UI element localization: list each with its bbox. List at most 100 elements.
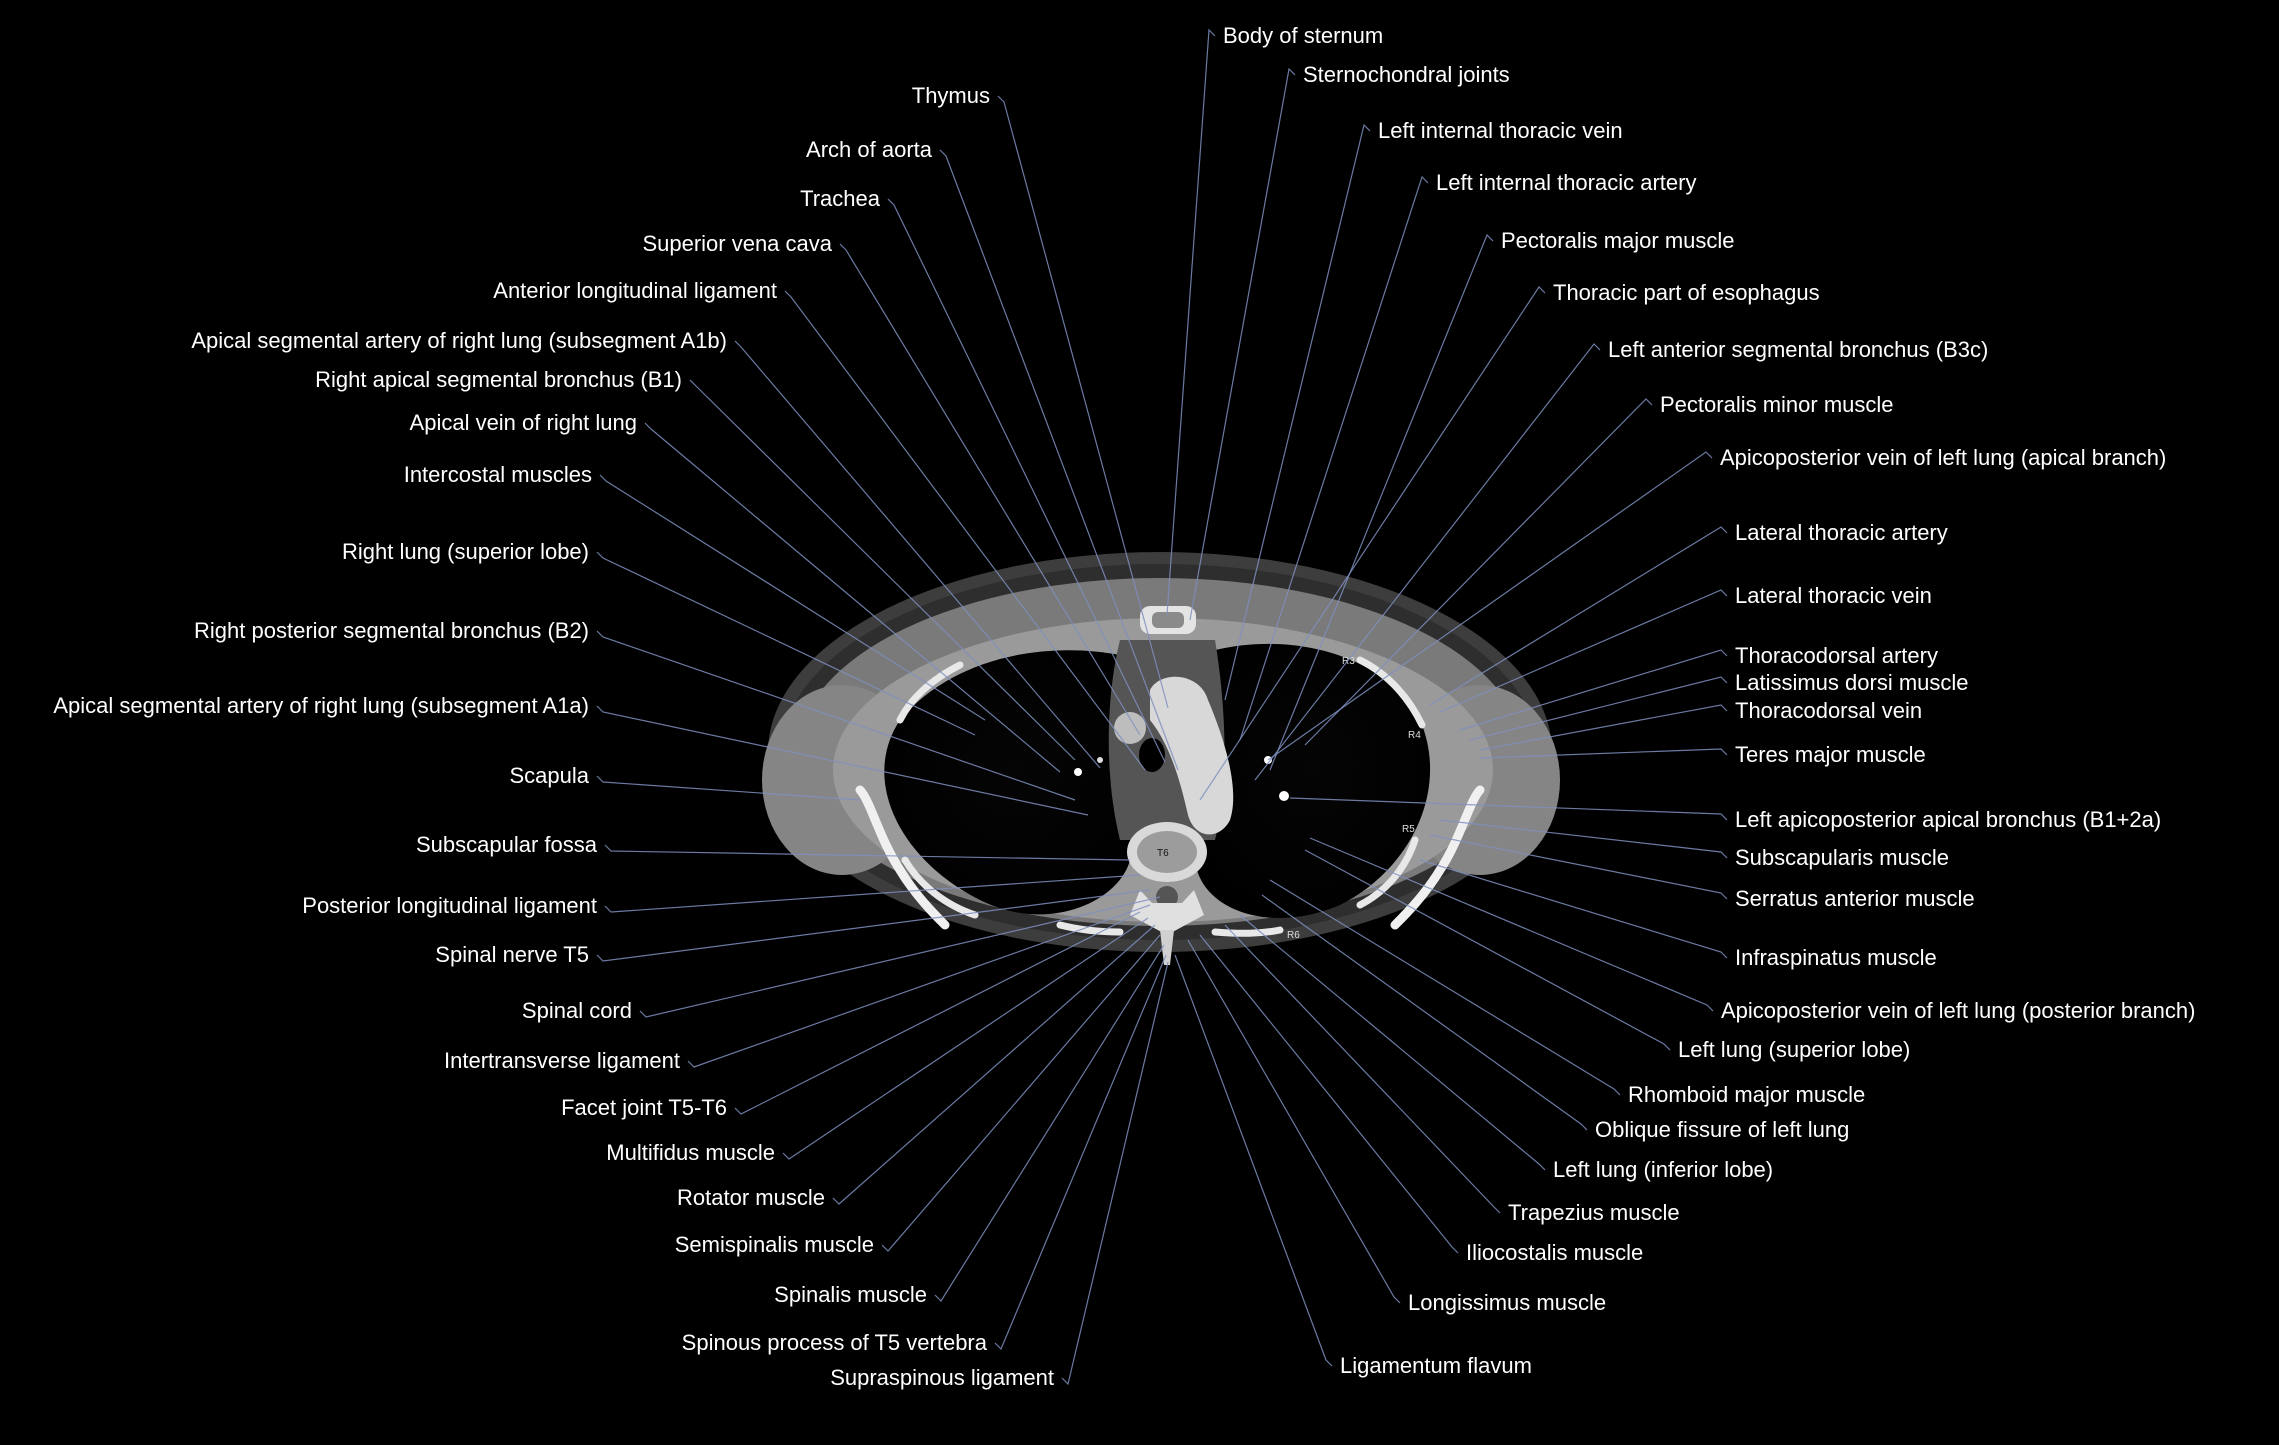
aortic-arch xyxy=(1150,676,1234,835)
leader-left-internal-thoracic-vein xyxy=(1224,123,1371,701)
label-facet-joint-t5-t6: Facet joint T5-T6 xyxy=(561,1095,727,1120)
label-thymus: Thymus xyxy=(912,83,990,108)
leader-left-internal-thoracic-artery xyxy=(1239,175,1429,741)
label-lateral-thoracic-vein: Lateral thoracic vein xyxy=(1735,583,1932,608)
leader-apicoposterior-vein-of-left-lung-apical-branch xyxy=(1267,451,1713,761)
label-apical-segmental-artery-of-right-lung-subsegment-a1a: Apical segmental artery of right lung (s… xyxy=(53,693,589,718)
leader-scapula xyxy=(596,775,861,801)
label-thoracodorsal-vein: Thoracodorsal vein xyxy=(1735,698,1922,723)
label-spinalis-muscle: Spinalis muscle xyxy=(774,1282,927,1307)
label-posterior-longitudinal-ligament: Posterior longitudinal ligament xyxy=(302,893,597,918)
label-apical-segmental-artery-of-right-lung-subsegment-a1b: Apical segmental artery of right lung (s… xyxy=(191,328,727,353)
label-trachea: Trachea xyxy=(800,186,881,211)
leader-left-apicoposterior-apical-bronchus-b1-2a xyxy=(1289,797,1728,821)
leader-posterior-longitudinal-ligament xyxy=(604,874,1141,913)
leader-thoracodorsal-artery xyxy=(1459,649,1728,731)
leader-teres-major-muscle xyxy=(1479,748,1728,759)
trachea-lumen xyxy=(1139,738,1165,772)
leader-multifidus-muscle xyxy=(782,917,1149,1160)
leader-intercostal-muscles xyxy=(599,474,986,721)
label-spinal-nerve-t5: Spinal nerve T5 xyxy=(435,942,589,967)
leader-spinal-cord xyxy=(639,896,1161,1018)
leader-thoracic-part-of-esophagus xyxy=(1199,286,1546,801)
label-ligamentum-flavum: Ligamentum flavum xyxy=(1340,1353,1532,1378)
label-supraspinous-ligament: Supraspinous ligament xyxy=(830,1365,1054,1390)
rib-mark-r3: R3 xyxy=(1342,656,1355,667)
vertebra-mark: T6 xyxy=(1157,848,1169,859)
label-iliocostalis-muscle: Iliocostalis muscle xyxy=(1466,1240,1643,1265)
label-right-lung-superior-lobe: Right lung (superior lobe) xyxy=(342,539,589,564)
label-sternochondral-joints: Sternochondral joints xyxy=(1303,62,1510,87)
leader-spinal-nerve-t5 xyxy=(596,889,1151,962)
leader-longissimus-muscle xyxy=(1187,939,1401,1304)
leader-supraspinous-ligament xyxy=(1061,961,1169,1386)
label-trapezius-muscle: Trapezius muscle xyxy=(1508,1200,1680,1225)
label-oblique-fissure-of-left-lung: Oblique fissure of left lung xyxy=(1595,1117,1849,1142)
leader-right-posterior-segmental-bronchus-b2 xyxy=(596,630,1076,801)
leader-apical-segmental-artery-of-right-lung-subsegment-a1b xyxy=(734,340,1101,769)
vertebral-arch xyxy=(1130,890,1204,935)
leader-trapezius-muscle xyxy=(1224,924,1501,1214)
label-latissimus-dorsi-muscle: Latissimus dorsi muscle xyxy=(1735,670,1969,695)
leader-subscapular-fossa xyxy=(604,844,1131,861)
leader-lines xyxy=(596,28,1728,1386)
label-right-posterior-segmental-bronchus-b2: Right posterior segmental bronchus (B2) xyxy=(194,618,589,643)
label-rotator-muscle: Rotator muscle xyxy=(677,1185,825,1210)
leader-apicoposterior-vein-of-left-lung-posterior-branch xyxy=(1309,837,1714,1012)
leader-rotator-muscle xyxy=(832,924,1156,1205)
label-teres-major-muscle: Teres major muscle xyxy=(1735,742,1926,767)
leader-semispinalis-muscle xyxy=(881,934,1161,1252)
leader-serratus-anterior-muscle xyxy=(1429,834,1728,900)
label-left-internal-thoracic-vein: Left internal thoracic vein xyxy=(1378,118,1623,143)
label-pectoralis-major-muscle: Pectoralis major muscle xyxy=(1501,228,1735,253)
leader-spinalis-muscle xyxy=(934,944,1165,1302)
leader-iliocostalis-muscle xyxy=(1199,934,1459,1254)
label-left-lung-superior-lobe: Left lung (superior lobe) xyxy=(1678,1037,1910,1062)
label-lateral-thoracic-artery: Lateral thoracic artery xyxy=(1735,520,1948,545)
label-infraspinatus-muscle: Infraspinatus muscle xyxy=(1735,945,1937,970)
leader-facet-joint-t5-t6 xyxy=(734,911,1141,1115)
leader-left-anterior-segmental-bronchus-b3c xyxy=(1254,343,1601,781)
label-arch-of-aorta: Arch of aorta xyxy=(806,137,933,162)
label-left-internal-thoracic-artery: Left internal thoracic artery xyxy=(1436,170,1696,195)
leader-body-of-sternum xyxy=(1166,28,1216,616)
leader-apical-segmental-artery-of-right-lung-subsegment-a1a xyxy=(596,705,1089,816)
label-serratus-anterior-muscle: Serratus anterior muscle xyxy=(1735,886,1975,911)
rib-arcs-right xyxy=(896,661,1124,936)
label-anterior-longitudinal-ligament: Anterior longitudinal ligament xyxy=(493,278,777,303)
rib-mark-r6: R6 xyxy=(1287,930,1300,941)
leader-sternochondral-joints xyxy=(1189,67,1296,621)
leader-apical-vein-of-right-lung xyxy=(644,422,1061,773)
rib-mark-r4: R4 xyxy=(1408,730,1421,741)
leader-infraspinatus-muscle xyxy=(1419,859,1728,959)
label-subscapular-fossa: Subscapular fossa xyxy=(416,832,598,857)
leader-lateral-thoracic-artery xyxy=(1429,526,1728,706)
label-scapula: Scapula xyxy=(509,763,589,788)
leader-left-lung-inferior-lobe xyxy=(1239,914,1546,1171)
label-longissimus-muscle: Longissimus muscle xyxy=(1408,1290,1606,1315)
label-rhomboid-major-muscle: Rhomboid major muscle xyxy=(1628,1082,1865,1107)
label-body-of-sternum: Body of sternum xyxy=(1223,23,1383,48)
label-intertransverse-ligament: Intertransverse ligament xyxy=(444,1048,680,1073)
leader-lateral-thoracic-vein xyxy=(1439,589,1728,713)
right-lung-field xyxy=(884,650,1142,915)
label-right-apical-segmental-bronchus-b1: Right apical segmental bronchus (B1) xyxy=(315,367,682,392)
label-pectoralis-minor-muscle: Pectoralis minor muscle xyxy=(1660,392,1894,417)
label-left-lung-inferior-lobe: Left lung (inferior lobe) xyxy=(1553,1157,1773,1182)
leader-right-apical-segmental-bronchus-b1 xyxy=(689,379,1076,761)
label-apicoposterior-vein-of-left-lung-posterior-branch: Apicoposterior vein of left lung (poster… xyxy=(1721,998,2195,1023)
leader-thoracodorsal-vein xyxy=(1479,704,1728,751)
leader-superior-vena-cava xyxy=(839,243,1141,736)
label-subscapularis-muscle: Subscapularis muscle xyxy=(1735,845,1949,870)
label-left-anterior-segmental-bronchus-b3c: Left anterior segmental bronchus (B3c) xyxy=(1608,337,1988,362)
spinal-canal xyxy=(1156,886,1178,908)
label-thoracodorsal-artery: Thoracodorsal artery xyxy=(1735,643,1938,668)
label-semispinalis-muscle: Semispinalis muscle xyxy=(675,1232,874,1257)
leader-rhomboid-major-muscle xyxy=(1269,879,1621,1096)
scapula-right xyxy=(855,785,950,930)
leader-trachea xyxy=(887,198,1166,763)
ct-scan-image: T6 R3 R4 R5 R6 xyxy=(762,552,1560,965)
label-spinous-process-of-t5-vertebra: Spinous process of T5 vertebra xyxy=(682,1330,988,1355)
leader-anterior-longitudinal-ligament xyxy=(784,290,1146,771)
